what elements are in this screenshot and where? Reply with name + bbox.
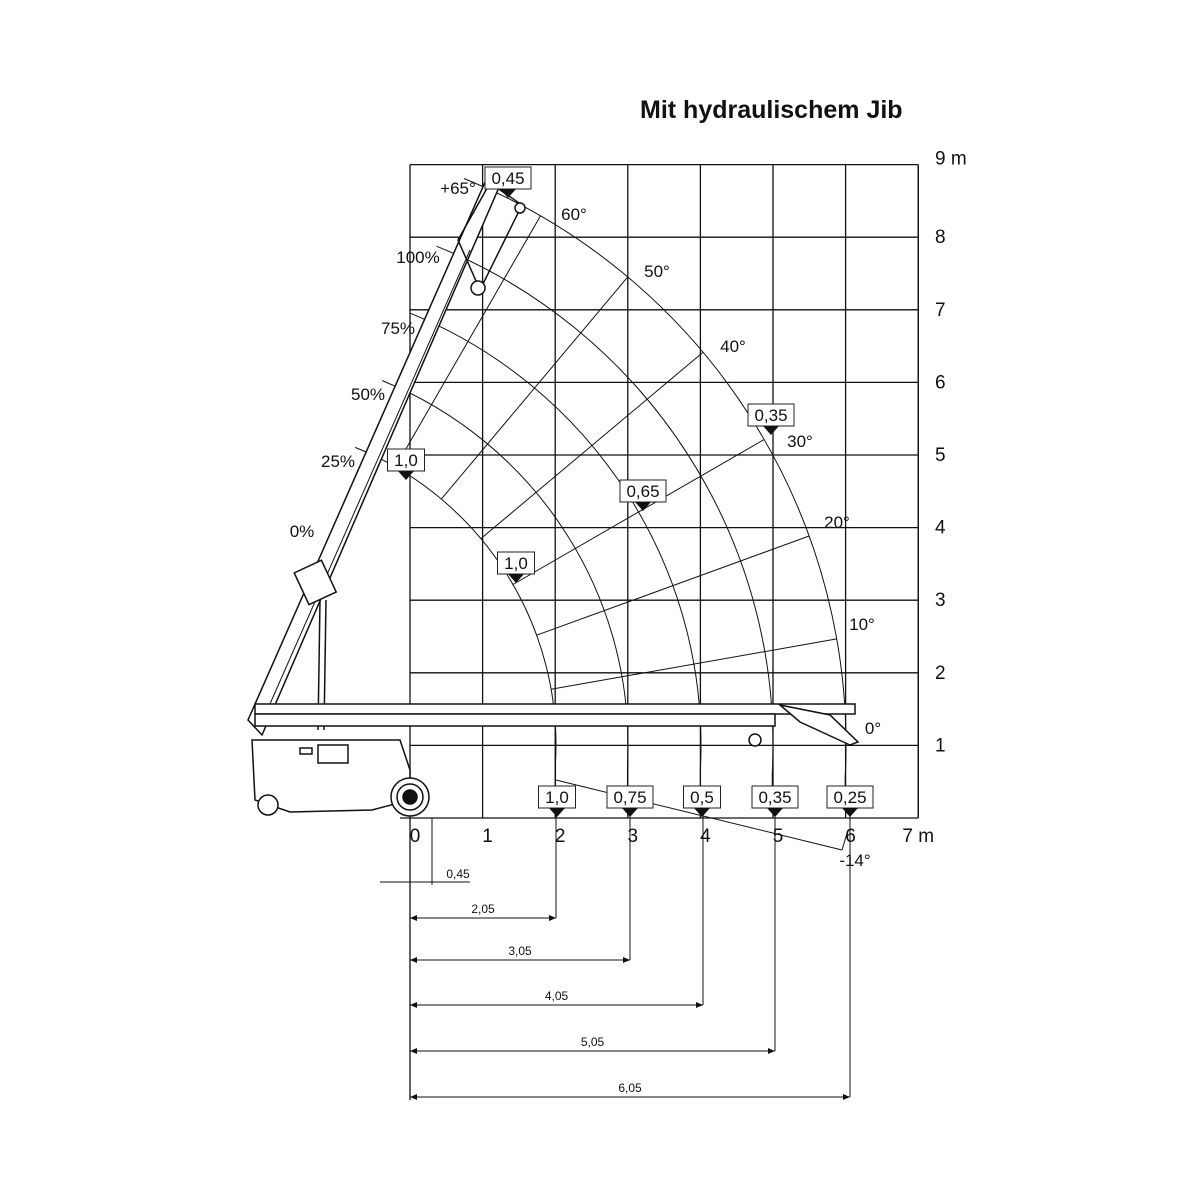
y-tick-label: 2 xyxy=(935,663,946,684)
angle-label: 60° xyxy=(561,205,587,224)
angle-label: 0° xyxy=(865,719,881,738)
load-marker xyxy=(398,471,414,480)
angle-ray xyxy=(512,439,765,585)
angle-ray xyxy=(480,351,704,540)
load-marker xyxy=(549,808,565,817)
angle-ray-minus14 xyxy=(555,779,843,851)
extension-label: 0% xyxy=(290,522,315,541)
x-tick-label: 5 xyxy=(773,826,784,847)
extension-label: 50% xyxy=(351,385,385,404)
y-tick-label: 6 xyxy=(935,372,946,393)
crane-illustration xyxy=(247,179,860,817)
dimension-label: 6,05 xyxy=(618,1081,642,1095)
chart-title: Mit hydraulischem Jib xyxy=(640,96,903,124)
dimension-label: 0,45 xyxy=(446,867,470,881)
y-tick-label: 4 xyxy=(935,518,946,539)
angle-ray xyxy=(536,535,810,636)
dimension-label: 3,05 xyxy=(508,944,532,958)
dimension-label: 5,05 xyxy=(581,1035,605,1049)
load-marker xyxy=(500,189,516,198)
load-marker xyxy=(694,808,710,817)
horizontal-boom xyxy=(254,703,856,715)
y-tick-label: 1 xyxy=(935,735,946,756)
angle-label: 20° xyxy=(824,513,850,532)
x-tick-label: 3 xyxy=(628,826,639,847)
y-tick-label: 8 xyxy=(935,227,946,248)
y-tick-label: 5 xyxy=(935,445,946,466)
x-tick-label: 1 xyxy=(482,826,493,847)
load-marker xyxy=(508,574,524,583)
angle-ray xyxy=(551,638,837,690)
angle-ray xyxy=(395,215,541,468)
load-label: 0,65 xyxy=(626,482,659,501)
bottom-load-label: 1,0 xyxy=(545,788,569,807)
load-label: 1,0 xyxy=(504,554,528,573)
angle-rays xyxy=(395,215,849,851)
y-tick-label: 7 xyxy=(935,300,946,321)
x-tick-label: 7 m xyxy=(902,826,934,847)
extension-label: 100% xyxy=(396,248,439,267)
bottom-load-label: 0,35 xyxy=(758,788,791,807)
grid xyxy=(400,163,919,1100)
load-arc xyxy=(436,245,774,805)
y-tick-label: 3 xyxy=(935,590,946,611)
x-tick-label: 2 xyxy=(555,826,566,847)
load-marker xyxy=(635,502,651,511)
extension-label: 75% xyxy=(381,319,415,338)
rear-wheel xyxy=(257,794,279,816)
dimension-lines: 0,45 2,05 3,05 4,05 5,05 6,05 xyxy=(380,810,851,1100)
dimension-label: 4,05 xyxy=(545,989,569,1003)
load-label: 0,35 xyxy=(754,406,787,425)
load-label: 1,0 xyxy=(394,451,418,470)
load-label: 0,45 xyxy=(491,169,524,188)
angle-label: 10° xyxy=(849,615,875,634)
load-marker xyxy=(763,426,779,435)
x-tick-label: 0 xyxy=(410,826,421,847)
y-tick-label: 9 m xyxy=(935,149,967,170)
angle-ray xyxy=(440,276,629,500)
angle-label: -14° xyxy=(839,851,870,870)
bottom-load-label: 0,75 xyxy=(613,788,646,807)
dimension-label: 2,05 xyxy=(471,902,495,916)
extension-label: 25% xyxy=(321,452,355,471)
angle-label: 40° xyxy=(720,337,746,356)
x-tick-label: 4 xyxy=(700,826,711,847)
bottom-load-label: 0,5 xyxy=(690,788,714,807)
angle-label: 50° xyxy=(644,262,670,281)
x-tick-label: 6 xyxy=(845,826,856,847)
boom xyxy=(247,179,502,737)
bottom-load-label: 0,25 xyxy=(833,788,866,807)
angle-label: +65° xyxy=(440,179,476,198)
angle-label: 30° xyxy=(787,432,813,451)
